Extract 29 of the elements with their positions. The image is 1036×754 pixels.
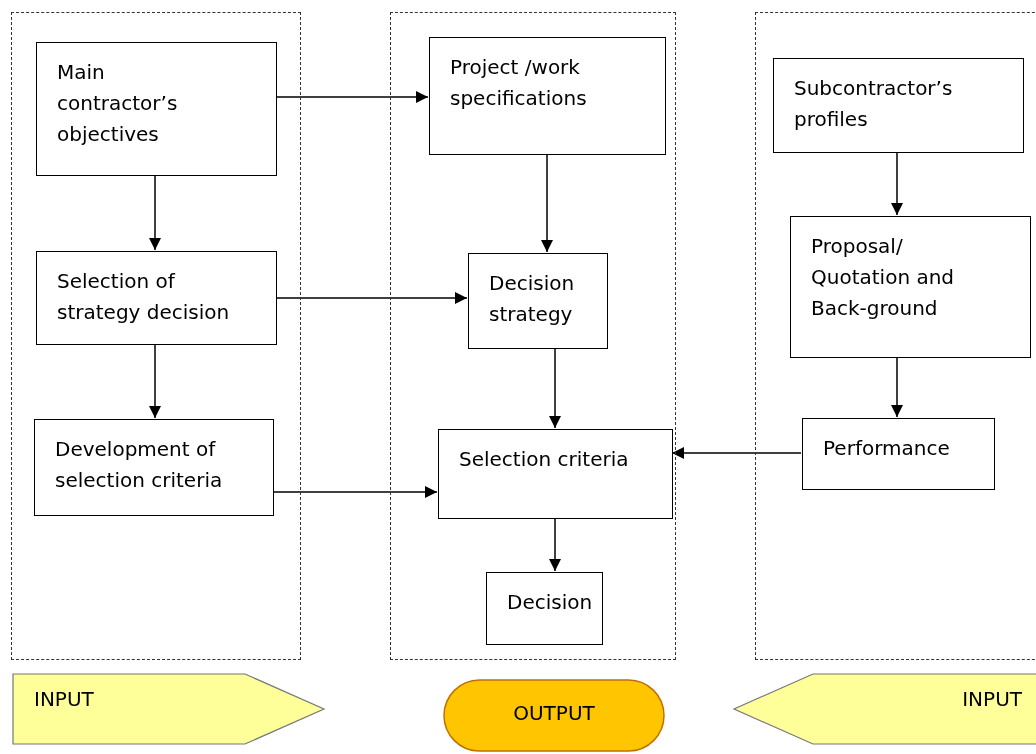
process-box: Project /work specifications xyxy=(429,37,666,155)
process-box: Main contractor’s objectives xyxy=(36,42,277,176)
arrow xyxy=(275,91,429,103)
input-arrow-shape xyxy=(733,673,1036,745)
dashed-group-box xyxy=(390,12,676,660)
process-box: Development of selection criteria xyxy=(34,419,274,516)
process-box: Decision strategy xyxy=(468,253,608,349)
arrow xyxy=(549,517,561,572)
arrow xyxy=(549,347,561,429)
arrow xyxy=(891,356,903,418)
shape-label: OUTPUT xyxy=(512,701,596,725)
arrow xyxy=(671,447,802,459)
input-arrow-shape xyxy=(12,673,325,745)
arrow xyxy=(272,486,438,498)
process-box: Selection criteria xyxy=(438,429,673,519)
process-box: Proposal/ Quotation and Back-ground xyxy=(790,216,1031,358)
arrow xyxy=(275,292,468,304)
process-box: Subcontractor’s profiles xyxy=(773,58,1024,153)
arrow xyxy=(891,151,903,216)
dashed-group-box xyxy=(755,12,1036,660)
arrow xyxy=(149,174,161,251)
shape-label: INPUT xyxy=(962,687,1022,711)
process-box: Decision xyxy=(486,572,603,645)
arrow xyxy=(541,153,553,253)
process-box: Selection of strategy decision xyxy=(36,251,277,345)
dashed-group-box xyxy=(11,12,301,660)
arrow xyxy=(149,343,161,419)
process-box: Performance xyxy=(802,418,995,490)
shape-label: INPUT xyxy=(34,687,94,711)
